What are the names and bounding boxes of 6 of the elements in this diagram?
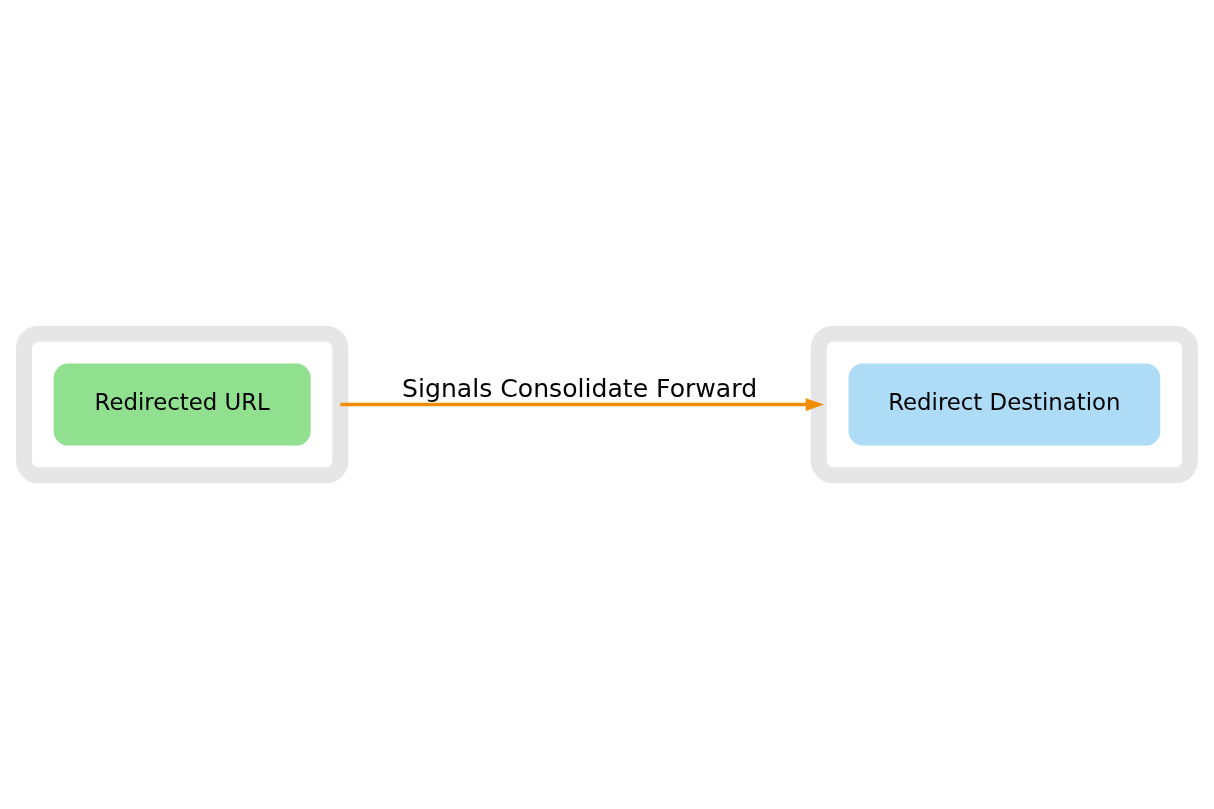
node-box: Redirect Destination [848,363,1161,446]
cluster [810,325,1198,484]
node-box: Redirected URL [53,363,311,446]
edge-label: Signals Consolidate Forward [402,374,758,404]
arrow [340,398,824,411]
cluster [16,325,349,484]
